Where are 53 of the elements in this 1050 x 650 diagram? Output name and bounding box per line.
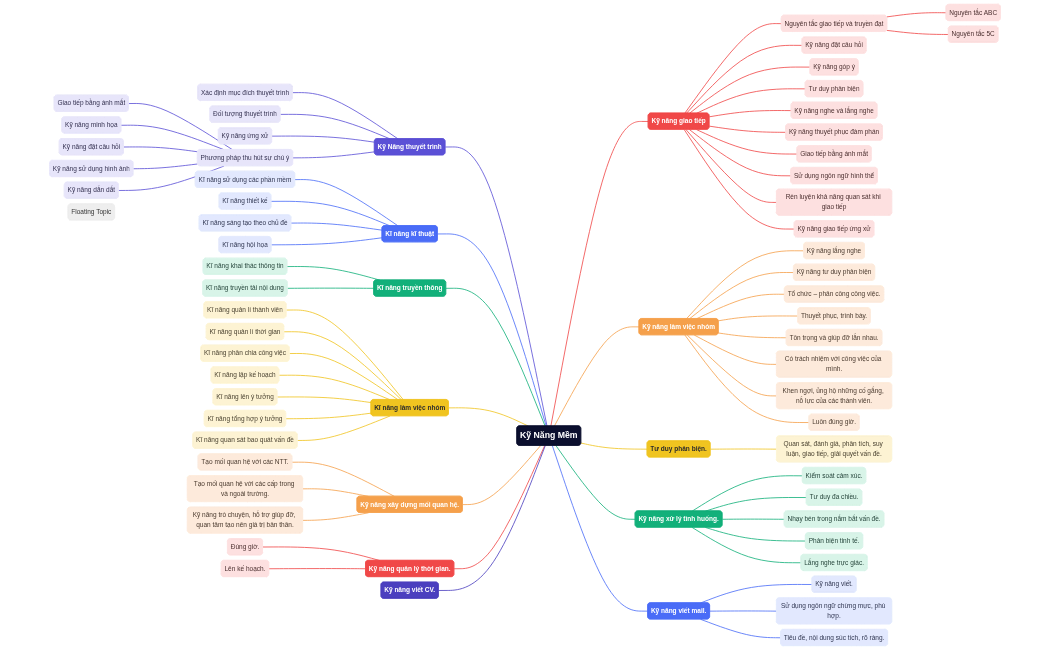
connector [686, 44, 803, 114]
connector [289, 353, 399, 401]
connector [689, 66, 811, 114]
connector [689, 272, 795, 320]
connector [553, 326, 640, 427]
connector [718, 315, 799, 322]
connector [555, 445, 636, 520]
connector [132, 163, 199, 170]
connector [444, 146, 548, 427]
connector [276, 396, 372, 404]
connector [128, 103, 233, 151]
connector [445, 287, 546, 427]
connector [271, 135, 376, 143]
connector [696, 88, 806, 114]
connector [297, 415, 391, 441]
connector [283, 331, 402, 401]
connector [684, 334, 810, 423]
connector [294, 179, 399, 227]
connector [708, 110, 792, 118]
connector [696, 129, 798, 155]
connector [580, 442, 648, 450]
connector [693, 334, 778, 365]
connector [686, 250, 805, 320]
connector [886, 12, 947, 18]
connector [886, 29, 950, 35]
connector [708, 125, 787, 133]
connector [438, 445, 546, 591]
connector [287, 287, 375, 289]
connector [286, 309, 404, 401]
connector [721, 518, 785, 520]
connector [689, 129, 792, 177]
connector [462, 445, 541, 506]
connector [710, 448, 778, 450]
connector [685, 129, 778, 203]
connector [268, 568, 367, 570]
connector [691, 527, 802, 564]
connector [291, 461, 395, 497]
connector [290, 222, 383, 231]
connector [292, 151, 376, 159]
connector [270, 237, 383, 246]
connector [686, 334, 778, 397]
connector [718, 332, 787, 339]
connector [292, 92, 399, 140]
connector [696, 293, 786, 320]
connector [453, 445, 546, 570]
connector [285, 412, 372, 420]
connector [123, 146, 199, 153]
connector [684, 23, 782, 114]
connector [551, 445, 649, 612]
connector [437, 233, 547, 427]
connector [683, 129, 795, 230]
connector [709, 610, 778, 612]
connector [550, 121, 649, 427]
